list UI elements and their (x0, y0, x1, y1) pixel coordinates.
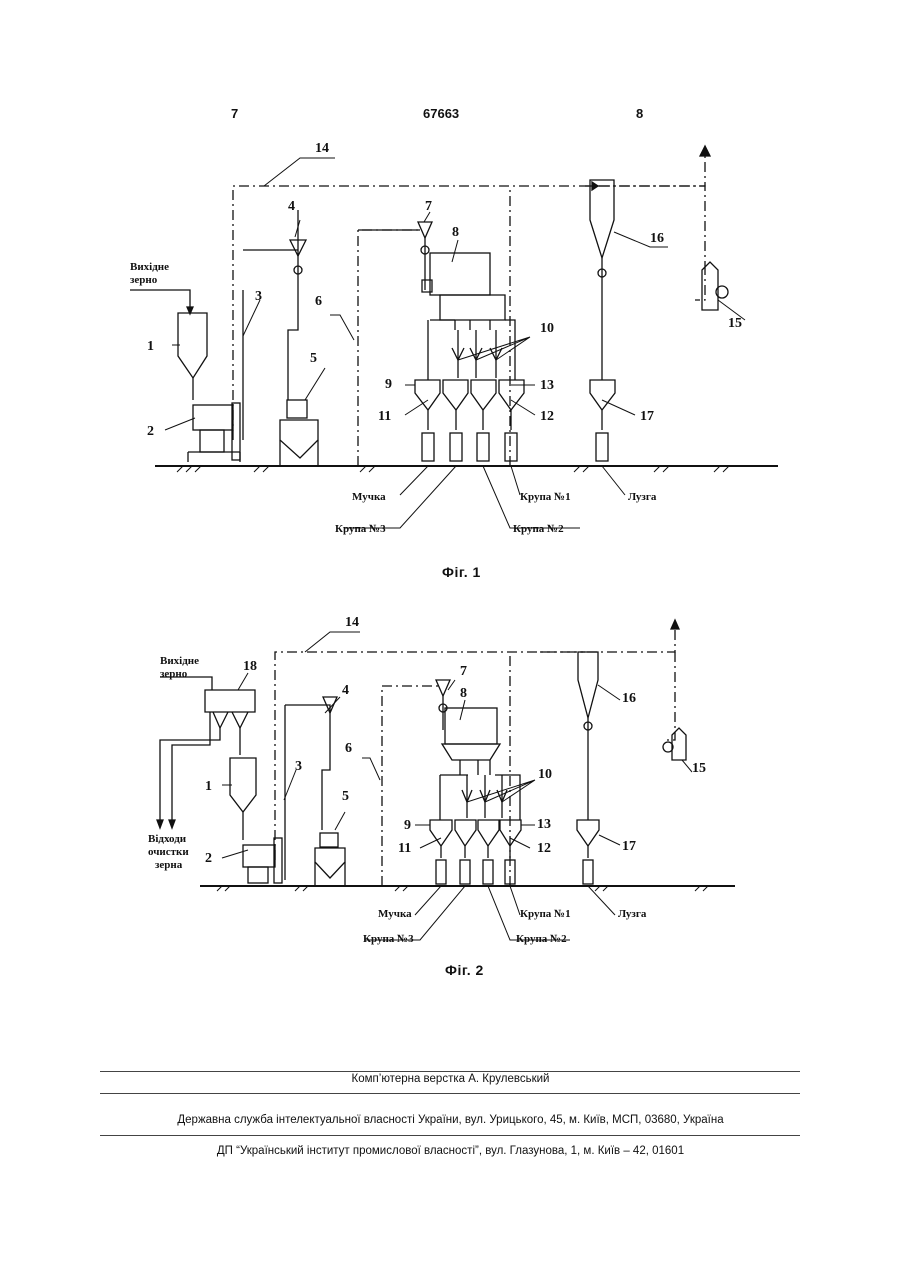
figure-1-caption: Фіг. 1 (442, 564, 481, 580)
fig1-label-5: 5 (310, 351, 317, 366)
fig2-input-label-line1: Вихідне (160, 655, 199, 667)
fig1-label-13: 13 (540, 378, 554, 393)
fig1-label-1: 1 (147, 339, 154, 354)
fig2-label-5: 5 (342, 789, 349, 804)
layout-credit: Комп’ютерна верстка А. Крулевський (0, 1073, 901, 1085)
fig2-label-4: 4 (342, 683, 349, 698)
fig1-product-husk: Лузга (628, 491, 657, 503)
footer-rule-top (100, 1071, 800, 1072)
figure-2: 14 18 4 3 1 2 5 6 7 8 9 10 11 12 13 15 1… (0, 610, 901, 970)
fig1-label-16: 16 (650, 231, 664, 246)
fig2-label-15: 15 (692, 761, 706, 776)
fig2-label-10: 10 (538, 767, 552, 782)
fig1-label-2: 2 (147, 424, 154, 439)
patent-number: 67663 (423, 106, 459, 121)
fig2-product-grits3: Крупа №3 (363, 933, 414, 945)
fig1-input-label-line2: зерно (130, 274, 158, 286)
left-page-number: 7 (231, 106, 238, 121)
fig1-label-15: 15 (728, 316, 742, 331)
figure-2-diagram: 14 18 4 3 1 2 5 6 7 8 9 10 11 12 13 15 1… (0, 610, 901, 970)
fig2-label-1: 1 (205, 779, 212, 794)
fig1-label-10: 10 (540, 321, 554, 336)
fig2-label-14: 14 (345, 615, 359, 630)
institute-address: ДП “Український інститут промислової вла… (0, 1145, 901, 1157)
fig2-waste-label-line3: зерна (155, 859, 183, 871)
fig1-label-8: 8 (452, 225, 459, 240)
fig2-label-9: 9 (404, 818, 411, 833)
fig2-product-husk: Лузга (618, 908, 647, 920)
agency-address: Державна служба інтелектуальної власност… (0, 1114, 901, 1126)
fig2-label-12: 12 (537, 841, 551, 856)
right-page-number: 8 (636, 106, 643, 121)
fig2-waste-label-line2: очистки (148, 846, 189, 858)
footer-rule-bottom (100, 1135, 800, 1136)
figure-2-caption: Фіг. 2 (445, 962, 484, 978)
fig2-label-11: 11 (398, 841, 411, 856)
fig1-input-label-line1: Вихідне (130, 261, 169, 273)
fig2-label-7: 7 (460, 664, 467, 679)
fig1-label-17: 17 (640, 409, 654, 424)
fig1-label-4: 4 (288, 199, 295, 214)
fig2-label-17: 17 (622, 839, 636, 854)
fig2-product-grits2: Крупа №2 (516, 933, 567, 945)
fig1-product-grits3: Крупа №3 (335, 523, 386, 535)
fig1-label-6: 6 (315, 294, 322, 309)
fig2-label-6: 6 (345, 741, 352, 756)
fig1-product-grits1: Крупа №1 (520, 491, 571, 503)
fig1-label-7: 7 (425, 199, 432, 214)
fig2-label-13: 13 (537, 817, 551, 832)
figure-1-diagram: 14 4 3 1 2 5 6 7 8 9 10 11 12 13 15 16 1… (0, 130, 901, 550)
fig1-label-11: 11 (378, 409, 391, 424)
figure-1: 14 4 3 1 2 5 6 7 8 9 10 11 12 13 15 16 1… (0, 130, 901, 550)
fig1-product-flour: Мучка (352, 491, 386, 503)
fig2-product-flour: Мучка (378, 908, 412, 920)
fig2-label-18: 18 (243, 659, 257, 674)
fig2-waste-label-line1: Відходи (148, 833, 187, 845)
fig2-label-8: 8 (460, 686, 467, 701)
fig1-product-grits2: Крупа №2 (513, 523, 564, 535)
fig2-product-grits1: Крупа №1 (520, 908, 571, 920)
fig1-label-3: 3 (255, 289, 262, 304)
fig2-input-label-line2: зерно (160, 668, 188, 680)
fig1-label-14: 14 (315, 141, 329, 156)
fig2-label-16: 16 (622, 691, 636, 706)
fig1-label-12: 12 (540, 409, 554, 424)
footer-rule-middle (100, 1093, 800, 1094)
fig1-label-9: 9 (385, 377, 392, 392)
fig2-label-2: 2 (205, 851, 212, 866)
fig2-label-3: 3 (295, 759, 302, 774)
